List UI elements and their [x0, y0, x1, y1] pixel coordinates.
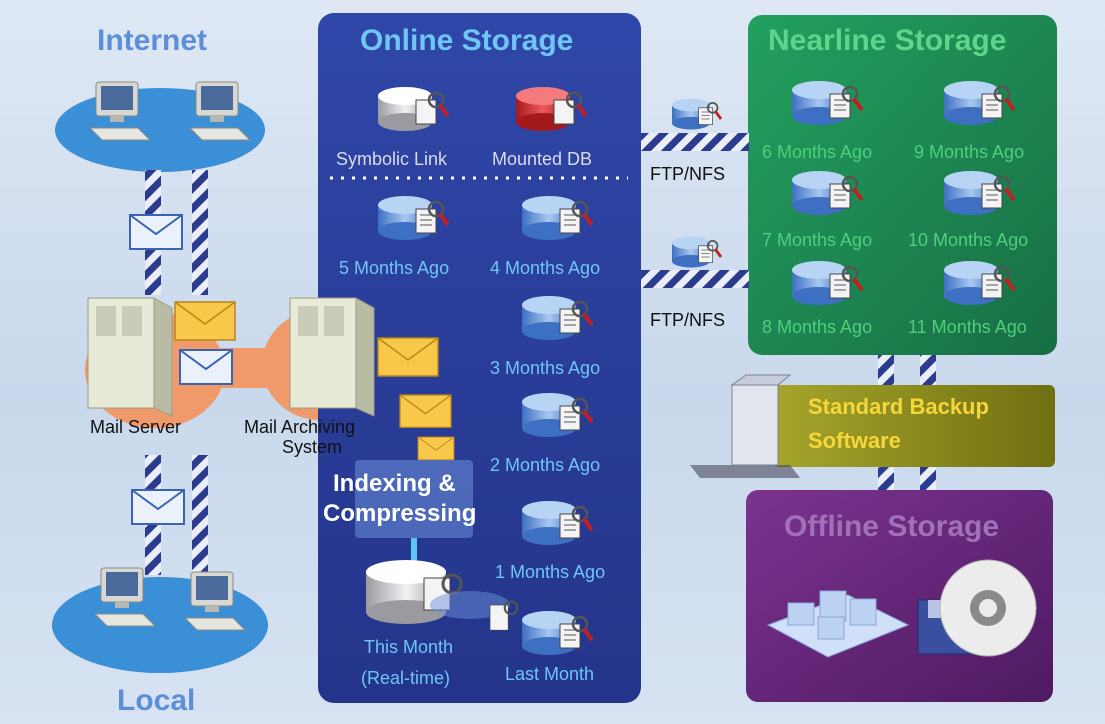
seven-months-ago-label: 7 Months Ago	[762, 230, 873, 250]
six-months-ago-label: 6 Months Ago	[762, 142, 873, 162]
two-months-ago-label: 2 Months Ago	[490, 455, 601, 475]
four-months-ago-label: 4 Months Ago	[490, 258, 601, 278]
eleven-months-ago-label: 11 Months Ago	[908, 317, 1027, 337]
local-label: Local	[117, 684, 196, 717]
five-months-ago-label: 5 Months Ago	[339, 258, 450, 278]
three-months-ago-label: 3 Months Ago	[490, 358, 601, 378]
mail-server-label: Mail Server	[90, 417, 182, 437]
this-month-label-line1: This Month	[364, 637, 454, 657]
this-month-label-line2: (Real-time)	[361, 668, 451, 688]
backup-label-line2: Software	[808, 428, 901, 453]
offline-storage-title: Offline Storage	[784, 510, 1000, 543]
ftp-nfs-bottom-label: FTP/NFS	[650, 310, 725, 330]
online-storage-title: Online Storage	[360, 24, 574, 57]
backup-label-line1: Standard Backup	[808, 394, 989, 419]
symbolic-link-label: Symbolic Link	[336, 149, 448, 169]
ftp-nfs-top-label: FTP/NFS	[650, 164, 725, 184]
nine-months-ago-label: 9 Months Ago	[914, 142, 1025, 162]
mounted-db-label: Mounted DB	[492, 149, 593, 169]
last-month-label: Last Month	[505, 664, 595, 684]
indexing-label-line1: Indexing &	[333, 470, 456, 497]
mail-archiving-label-line1: Mail Archiving	[244, 417, 356, 437]
mail-archiving-label-line2: System	[282, 437, 343, 457]
ten-months-ago-label: 10 Months Ago	[908, 230, 1029, 250]
eight-months-ago-label: 8 Months Ago	[762, 317, 873, 337]
internet-label: Internet	[97, 24, 208, 57]
nearline-storage-title: Nearline Storage	[768, 24, 1007, 57]
one-months-ago-label: 1 Months Ago	[495, 562, 606, 582]
indexing-label-line2: Compressing	[323, 500, 477, 527]
